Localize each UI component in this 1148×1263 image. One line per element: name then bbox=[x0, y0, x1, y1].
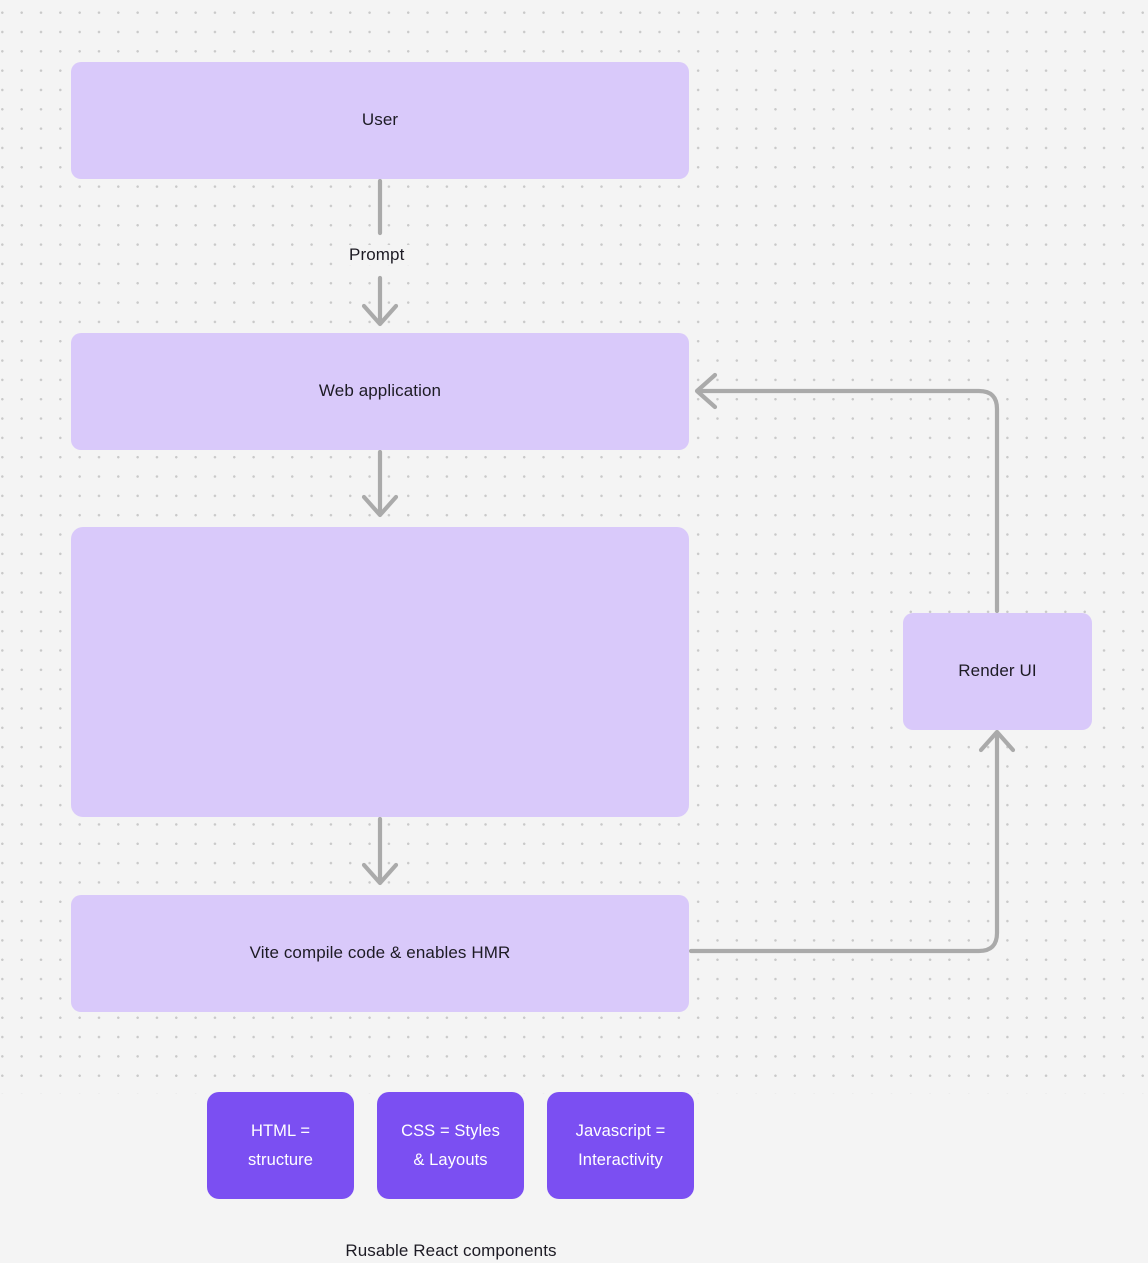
node-user[interactable]: User bbox=[71, 62, 689, 179]
edge-react-to-vite-arrowhead bbox=[361, 862, 399, 886]
node-render-ui[interactable]: Render UI bbox=[903, 613, 1092, 730]
node-react-components-group[interactable]: HTML = structure CSS = Styles & Layouts … bbox=[71, 527, 694, 1260]
node-html[interactable]: HTML = structure bbox=[207, 1092, 354, 1199]
edge-render-to-webapp-arrowhead bbox=[694, 372, 718, 410]
edge-vite-to-render-arrowhead bbox=[978, 729, 1016, 753]
node-javascript[interactable]: Javascript = Interactivity bbox=[547, 1092, 694, 1199]
node-web-application[interactable]: Web application bbox=[71, 333, 689, 450]
node-css[interactable]: CSS = Styles & Layouts bbox=[377, 1092, 524, 1199]
node-vite[interactable]: Vite compile code & enables HMR bbox=[71, 895, 689, 1012]
node-react-components-caption: Rusable React components bbox=[345, 1241, 557, 1260]
edge-label-prompt: Prompt bbox=[343, 245, 411, 265]
edge-render-to-webapp-line bbox=[696, 388, 1000, 614]
edge-webapp-to-react-arrowhead bbox=[361, 494, 399, 518]
edge-prompt-to-webapp-arrowhead bbox=[361, 303, 399, 327]
edge-vite-to-render-line bbox=[688, 731, 1000, 954]
